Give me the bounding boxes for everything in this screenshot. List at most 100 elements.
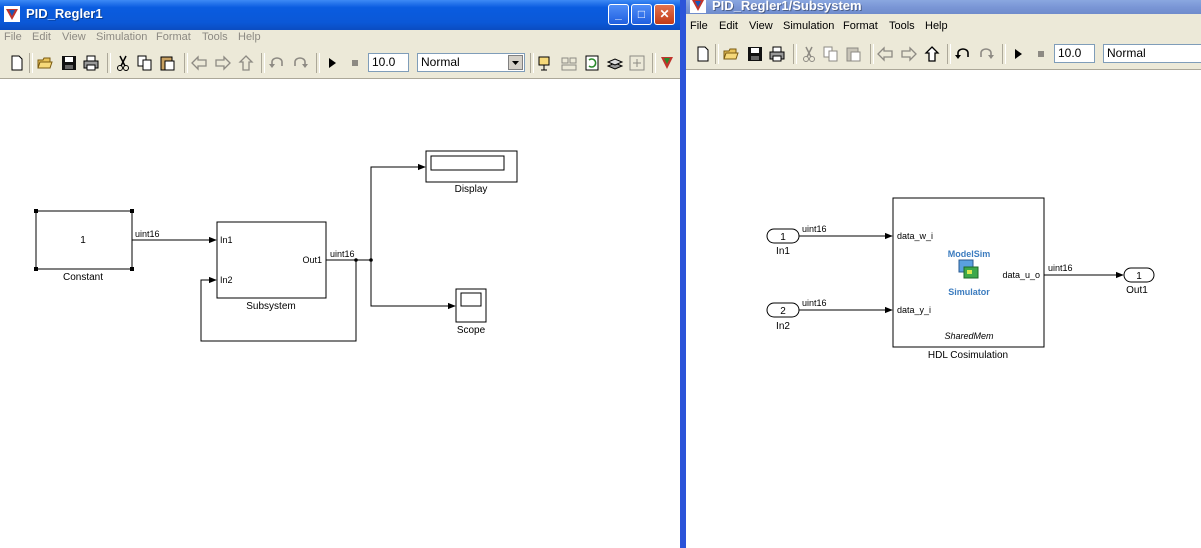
up-icon[interactable] — [923, 45, 941, 63]
signal-branch-display[interactable] — [370, 163, 426, 260]
branch-point — [369, 258, 373, 262]
signal-datatype-label: uint16 — [802, 224, 827, 234]
menu-file[interactable]: File — [4, 31, 22, 43]
menu-view[interactable]: View — [62, 31, 86, 43]
menu-tools[interactable]: Tools — [202, 31, 228, 43]
menu-file[interactable]: File — [690, 20, 708, 32]
build-icon[interactable] — [537, 54, 555, 72]
print-icon[interactable] — [82, 54, 100, 72]
menu-edit[interactable]: Edit — [32, 31, 51, 43]
close-button[interactable]: ✕ — [654, 4, 675, 25]
title-bar[interactable]: PID_Regler1/Subsystem — [686, 0, 1201, 14]
menu-format[interactable]: Format — [843, 20, 878, 32]
simulink-app-icon — [4, 6, 20, 22]
scope-block[interactable] — [455, 288, 487, 323]
back-icon[interactable] — [190, 54, 208, 72]
simulation-mode-select[interactable]: Normal — [1103, 44, 1201, 63]
menu-edit[interactable]: Edit — [719, 20, 738, 32]
menu-bar: File Edit View Simulation Format Tools H… — [686, 19, 1201, 33]
connection-type-label: SharedMem — [944, 331, 994, 341]
simulation-mode-select[interactable]: Normal — [417, 53, 525, 72]
save-icon[interactable] — [60, 54, 78, 72]
window-divider — [680, 0, 686, 548]
title-bar[interactable]: PID_Regler1 _ □ ✕ — [0, 0, 680, 30]
outport-1-label[interactable]: Out1 — [1126, 285, 1148, 296]
debug-icon[interactable] — [628, 54, 646, 72]
constant-label[interactable]: Constant — [63, 272, 103, 283]
constant-block[interactable]: 1 — [34, 209, 134, 271]
library-icon[interactable] — [560, 54, 578, 72]
signal-datatype-label: uint16 — [1048, 263, 1073, 273]
copy-icon[interactable] — [822, 45, 840, 63]
toolbar: 10.0 Normal — [686, 39, 1201, 70]
menu-simulation[interactable]: Simulation — [96, 31, 148, 43]
menu-format[interactable]: Format — [156, 31, 191, 43]
open-icon[interactable] — [722, 45, 740, 63]
menu-tools[interactable]: Tools — [889, 20, 915, 32]
toolbar: 10.0 Normal — [0, 48, 680, 79]
start-icon[interactable] — [1009, 45, 1027, 63]
stop-icon[interactable] — [346, 54, 364, 72]
forward-icon[interactable] — [900, 45, 918, 63]
model-explorer-icon[interactable] — [606, 54, 624, 72]
stop-time-field[interactable]: 10.0 — [368, 53, 409, 72]
menu-help[interactable]: Help — [238, 31, 261, 43]
maximize-button[interactable]: □ — [631, 4, 652, 25]
modelsim-logo-text: ModelSim — [948, 249, 991, 259]
hdl-cosimulation-label[interactable]: HDL Cosimulation — [928, 350, 1008, 361]
simulation-mode-value: Normal — [421, 55, 460, 69]
redo-icon[interactable] — [291, 54, 309, 72]
cut-icon[interactable] — [114, 54, 132, 72]
inport-1-number: 1 — [780, 232, 786, 243]
inport-1-label[interactable]: In1 — [776, 246, 790, 257]
copy-icon[interactable] — [136, 54, 154, 72]
redo-icon[interactable] — [977, 45, 995, 63]
save-icon[interactable] — [746, 45, 764, 63]
back-icon[interactable] — [876, 45, 894, 63]
simulink-app-icon — [690, 0, 706, 13]
hdl-cosimulation-block[interactable]: data_w_i data_y_i data_u_o ModelSim Simu… — [892, 197, 1045, 348]
dropdown-arrow-icon[interactable] — [508, 55, 523, 70]
minimize-button[interactable]: _ — [608, 4, 629, 25]
signal-branch-scope[interactable] — [370, 260, 456, 310]
inport-2-label[interactable]: In2 — [776, 321, 790, 332]
new-model-icon[interactable] — [8, 54, 26, 72]
diagram: 1 In1 2 In2 uint16 uint16 data_w_i data_… — [766, 197, 1155, 361]
signal-feedback[interactable] — [200, 260, 357, 342]
stop-time-field[interactable]: 10.0 — [1054, 44, 1095, 63]
inport-2[interactable]: 2 — [766, 302, 800, 318]
undo-icon[interactable] — [268, 54, 286, 72]
update-icon[interactable] — [583, 54, 601, 72]
window-title: PID_Regler1 — [26, 6, 103, 21]
menu-bar: File Edit View Simulation Format Tools H… — [0, 30, 680, 44]
display-block[interactable] — [425, 150, 518, 183]
paste-icon[interactable] — [158, 54, 176, 72]
start-icon[interactable] — [323, 54, 341, 72]
modelsim-logo-icon — [958, 259, 979, 279]
display-label[interactable]: Display — [455, 184, 488, 195]
simulator-logo-text: Simulator — [948, 287, 990, 297]
open-icon[interactable] — [36, 54, 54, 72]
menu-view[interactable]: View — [749, 20, 773, 32]
cut-icon[interactable] — [800, 45, 818, 63]
model-window-pid-regler1: PID_Regler1 _ □ ✕ File Edit View Simulat… — [0, 0, 680, 548]
model-window-subsystem: PID_Regler1/Subsystem File Edit View Sim… — [686, 0, 1201, 548]
inport-1[interactable]: 1 — [766, 228, 800, 244]
model-canvas[interactable]: 1 Constant uint16 In1 In2 Out1 Subsystem… — [0, 79, 680, 548]
forward-icon[interactable] — [214, 54, 232, 72]
subsystem-label[interactable]: Subsystem — [246, 301, 295, 312]
scope-label[interactable]: Scope — [457, 325, 486, 336]
menu-simulation[interactable]: Simulation — [783, 20, 835, 32]
menu-help[interactable]: Help — [925, 20, 948, 32]
simulink-library-icon[interactable] — [658, 54, 676, 72]
subsystem-block[interactable]: In1 In2 Out1 — [216, 221, 327, 299]
paste-icon[interactable] — [844, 45, 862, 63]
constant-value: 1 — [80, 235, 86, 246]
undo-icon[interactable] — [954, 45, 972, 63]
print-icon[interactable] — [768, 45, 786, 63]
up-icon[interactable] — [237, 54, 255, 72]
new-model-icon[interactable] — [694, 45, 712, 63]
outport-1[interactable]: 1 — [1123, 267, 1155, 283]
stop-icon[interactable] — [1032, 45, 1050, 63]
model-canvas[interactable]: 1 In1 2 In2 uint16 uint16 data_w_i data_… — [686, 70, 1201, 548]
